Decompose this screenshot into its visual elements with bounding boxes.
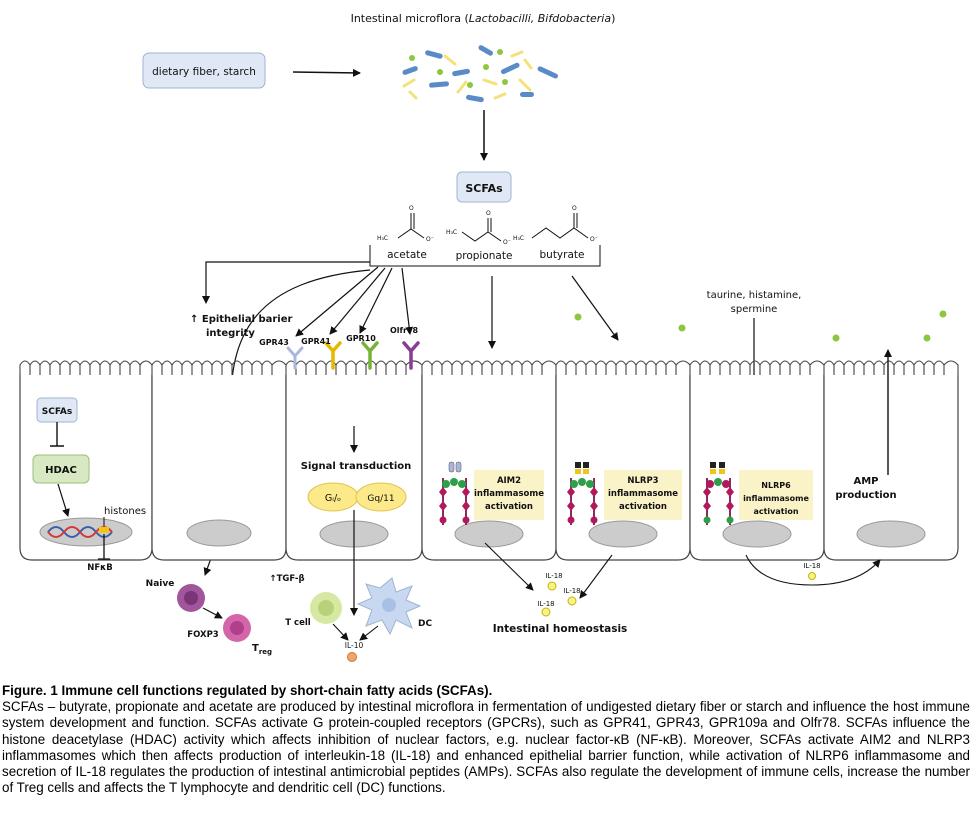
gpr43-receptor: [286, 346, 304, 370]
bacteria-cluster: [402, 45, 558, 103]
gio-label: Gᵢ/ₒ: [325, 493, 341, 504]
microvilli: [19, 360, 959, 375]
gq-label: Gq/11: [367, 494, 394, 504]
microflora-title: Intestinal microflora (Lactobacilli, Bif…: [351, 12, 616, 25]
il18-label-2: IL-18: [563, 587, 580, 595]
butyrate-oxygen: O: [572, 205, 577, 212]
taurine-label-1: taurine, histamine,: [707, 290, 802, 301]
nlrp3-inflammasome-icon: [567, 462, 598, 525]
gpr43-label: GPR43: [259, 338, 289, 347]
aim2-label-1: AIM2: [497, 476, 521, 486]
figure-caption: Figure. 1 Immune cell functions regulate…: [2, 683, 970, 796]
aim2-inflammasome-icon: [439, 461, 470, 525]
tcell-label: T cell: [285, 618, 310, 628]
olfr78-receptor: [402, 341, 420, 370]
propionate-oxygen-minus: O⁻: [503, 239, 511, 246]
il18-dot-1: [547, 581, 557, 591]
gpr10-label: GPR10: [346, 334, 376, 343]
gpr41-receptor: [324, 341, 342, 370]
amp-label-1: AMP: [853, 476, 878, 487]
scfa-box: SCFAs: [456, 171, 512, 203]
hdac-arrow: [57, 483, 70, 517]
nfkb-label: NFκB: [87, 563, 112, 573]
taurine-label-2: spermine: [731, 304, 778, 315]
caption-title: Figure. 1 Immune cell functions regulate…: [2, 683, 493, 698]
diet-label: dietary fiber, starch: [152, 66, 256, 78]
scfa-box-label: SCFAs: [465, 182, 503, 195]
il18-dot-3: [541, 607, 551, 617]
treg-cell: [223, 614, 251, 642]
aim2-box: [474, 470, 544, 520]
il18-dot-nlrp6: [808, 572, 816, 580]
dc-cell: [356, 577, 422, 636]
dc-label: DC: [418, 619, 432, 629]
nlrp3-il18-arrow: [579, 554, 613, 599]
scfa-bracket: [369, 245, 601, 267]
il10-label: IL-10: [345, 641, 364, 650]
il18-dot-2: [567, 596, 577, 606]
naive-cell: [177, 584, 205, 612]
acetate-oxygen: O: [409, 205, 414, 212]
nlrp3-label-3: activation: [619, 502, 667, 512]
olfr78-label: Olfr78: [390, 326, 419, 335]
propionate-formula: H₃C: [446, 229, 457, 236]
nlrp6-label-2: inflammasome: [743, 494, 809, 503]
acetate-structure: [397, 213, 425, 239]
acetate-oxygen-minus: O⁻: [426, 236, 434, 243]
butyrate-formula: H₃C: [513, 235, 524, 242]
caption-body: SCFAs – butyrate, propionate and acetate…: [2, 699, 970, 796]
butyrate-label: butyrate: [540, 249, 585, 261]
butyrate-structure: [531, 213, 589, 239]
nlrp6-il18-loop: [745, 554, 881, 586]
tgf-label: ↑TGF-β: [269, 574, 304, 584]
t-cell: [310, 592, 342, 624]
il10-dot: [347, 652, 357, 662]
aim2-il18-arrow: [484, 542, 534, 591]
naive-label: Naive: [146, 579, 175, 589]
propionate-label: propionate: [456, 250, 513, 262]
inhibit-nfkb: [98, 534, 110, 560]
foxp3-label: FOXP3: [187, 630, 219, 640]
aim2-label-3: activation: [485, 502, 533, 512]
nlrp6-label-1: NLRP6: [761, 481, 791, 490]
propionate-oxygen: O: [486, 210, 491, 217]
aim2-label-2: inflammasome: [474, 489, 544, 499]
barrier-label-1: ↑ Epithelial barier: [190, 314, 293, 325]
nlrp3-label-1: NLRP3: [627, 476, 658, 486]
gpr41-label: GPR41: [301, 337, 331, 346]
nlrp6-inflammasome-icon: [703, 462, 734, 525]
diet-box: dietary fiber, starch: [142, 52, 266, 89]
histone-mark: [99, 527, 109, 533]
inhibit-hdac: [50, 422, 64, 447]
gpr10-receptor: [361, 341, 379, 370]
hdac-label: HDAC: [45, 465, 77, 476]
barrier-label-2: integrity: [206, 328, 255, 339]
nlrp3-box: [604, 470, 682, 520]
signal-label: Signal transduction: [301, 461, 412, 472]
nuclei: [39, 517, 926, 548]
nlrp6-label-3: activation: [753, 507, 798, 516]
scfa-diagram: Intestinal microflora (Lactobacilli, Bif…: [19, 12, 959, 662]
histones-label: histones: [104, 506, 146, 517]
acetate-label: acetate: [387, 249, 427, 261]
il18-label-1: IL-18: [545, 572, 562, 580]
diet-arrow: [292, 68, 361, 77]
treg-label: Treg: [252, 643, 272, 656]
amp-label-2: production: [835, 490, 896, 501]
il18-label-nlrp6: IL-18: [803, 562, 820, 570]
dc-to-il10-arrow: [359, 625, 379, 641]
butyrate-oxygen-minus: O⁻: [590, 236, 598, 243]
il18-label-3: IL-18: [537, 600, 554, 608]
cell1-scfa-label: SCFAs: [42, 407, 73, 417]
nlrp3-label-2: inflammasome: [608, 489, 678, 499]
acetate-formula: H₃C: [377, 235, 388, 242]
gq-protein: [355, 482, 407, 512]
nlrp6-box: [739, 470, 813, 520]
homeostasis-label: Intestinal homeostasis: [493, 623, 628, 635]
tcell-to-il10-arrow: [332, 623, 349, 641]
naive-to-treg-arrow: [202, 607, 223, 619]
hdac-box: [32, 454, 90, 484]
propionate-structure: [461, 218, 502, 242]
